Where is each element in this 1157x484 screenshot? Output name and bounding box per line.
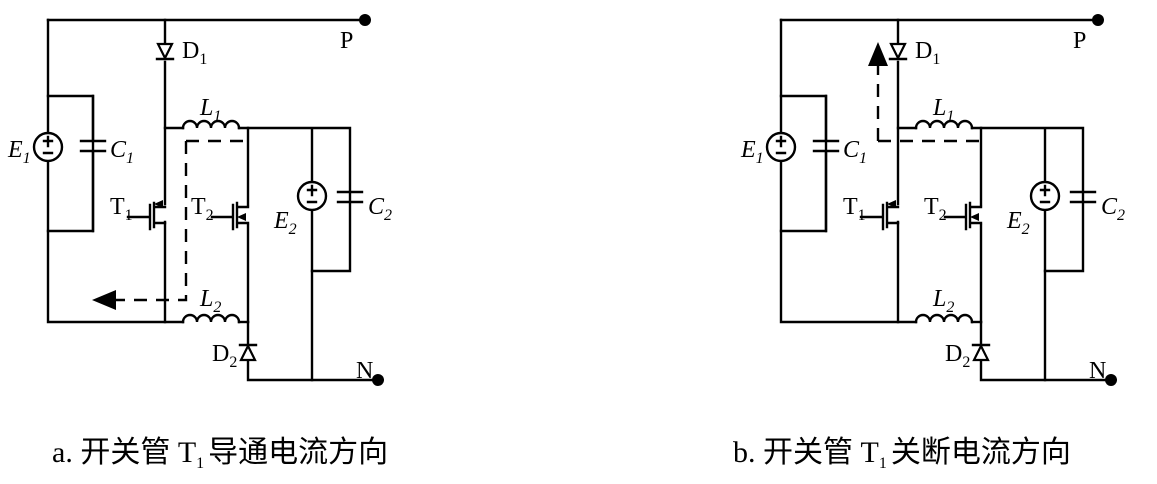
label-l1: L1: [932, 95, 954, 125]
label-d2: D2: [212, 341, 237, 371]
label-d2: D2: [945, 341, 970, 371]
label-e1: E1: [7, 137, 31, 167]
label-l2: L2: [932, 286, 954, 316]
component-labels-a: D1 L1 E1 C1 T1 T2 E2 C2 L2 D2 P N: [7, 28, 392, 384]
terminal-n-label: N: [1089, 358, 1106, 384]
current-arrow-left: [92, 290, 116, 310]
label-t1: T1: [843, 194, 866, 224]
circuit-panel-a: D1 L1 E1 C1 T1 T2 E2 C2 L2 D2 P N a. 开关管…: [7, 12, 392, 472]
terminal-p-label: P: [340, 28, 353, 54]
label-t1: T1: [110, 194, 133, 224]
label-t2: T2: [191, 194, 214, 224]
label-c1: C1: [843, 137, 867, 167]
label-c2: C2: [1101, 194, 1125, 224]
label-l1: L1: [199, 95, 221, 125]
label-l2: L2: [199, 286, 221, 316]
current-arrow-up: [868, 42, 888, 66]
component-labels-b: D1 L1 E1 C1 T1 T2 E2 C2 L2 D2 P N: [740, 28, 1125, 384]
label-c2: C2: [368, 194, 392, 224]
label-t2: T2: [924, 194, 947, 224]
circuit-panel-b: D1 L1 E1 C1 T1 T2 E2 C2 L2 D2 P N b. 开关管…: [733, 12, 1125, 472]
terminal-p-label: P: [1073, 28, 1086, 54]
label-e2: E2: [1006, 208, 1030, 238]
label-c1: C1: [110, 137, 134, 167]
label-d1: D1: [182, 38, 207, 68]
current-path-a: [92, 139, 247, 310]
label-e1: E1: [740, 137, 764, 167]
terminal-n-label: N: [356, 358, 373, 384]
current-path-b: [868, 42, 979, 143]
label-d1: D1: [915, 38, 940, 68]
label-e2: E2: [273, 208, 297, 238]
